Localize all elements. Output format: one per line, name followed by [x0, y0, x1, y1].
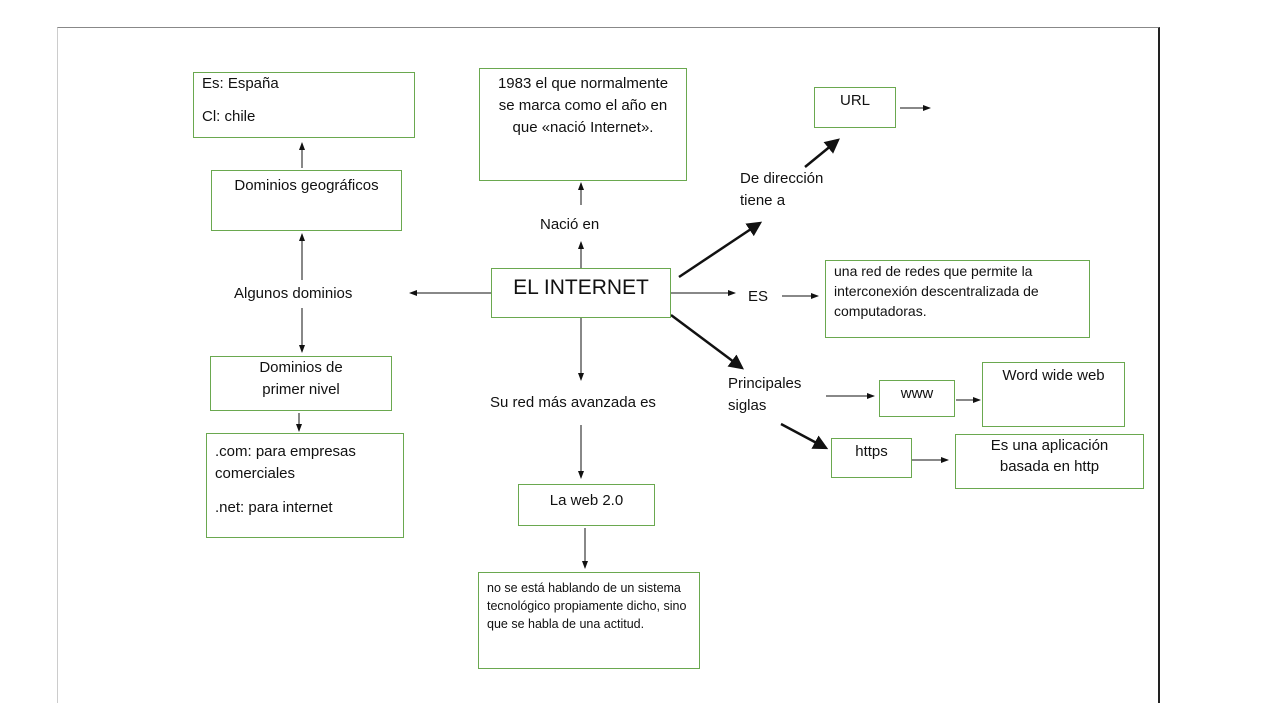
geo-item: Cl: chile: [202, 108, 256, 125]
node-https-meaning: Es una aplicación basada en http: [955, 434, 1144, 489]
node-www-meaning: Word wide web: [982, 362, 1125, 427]
node-www: www: [879, 380, 955, 417]
link-su-red: Su red más avanzada es: [490, 394, 656, 411]
link-algunos-dominios: Algunos dominios: [234, 285, 353, 302]
node-dominios-geograficos: Dominios geográficos: [211, 170, 402, 231]
node-web-2: La web 2.0: [518, 484, 655, 526]
geo-item: Es: España: [202, 75, 279, 92]
primer-item: .com: para empresas comerciales: [215, 443, 356, 482]
node-url: URL: [814, 87, 896, 128]
primer-item: .net: para internet: [215, 499, 333, 516]
node-dominios-primer-nivel: Dominios de primer nivel: [210, 356, 392, 411]
node-1983: 1983 el que normalmente se marca como el…: [479, 68, 687, 181]
link-es: ES: [748, 288, 769, 305]
node-el-internet: EL INTERNET: [491, 268, 671, 318]
link-principales-siglas: Principales siglas: [728, 375, 802, 414]
node-https: https: [831, 438, 912, 478]
geo-examples-box: Es: España Cl: chile: [193, 72, 415, 138]
link-nacio-en: Nació en: [540, 216, 600, 233]
primer-nivel-examples-box: .com: para empresas comerciales .net: pa…: [206, 433, 404, 538]
page-frame: [57, 27, 1160, 703]
node-es-definition: una red de redes que permite la intercon…: [825, 260, 1090, 338]
node-web2-description: no se está hablando de un sistema tecnol…: [478, 572, 700, 669]
link-de-direccion: De dirección tiene a: [740, 170, 824, 209]
